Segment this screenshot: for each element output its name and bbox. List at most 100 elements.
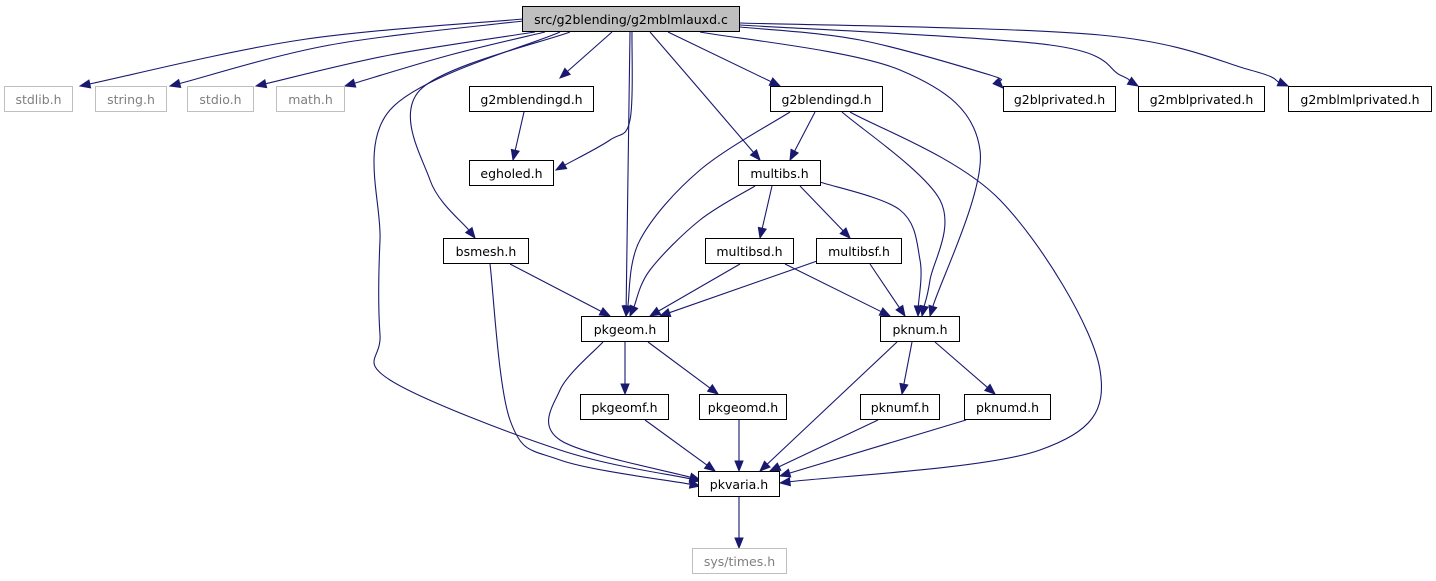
edge-multibsf-to-pkgeom — [669, 259, 821, 314]
arrowhead-pkvaria — [734, 460, 744, 473]
arrowhead-g2mblmlprivated — [1276, 77, 1290, 87]
arrowhead-pkgeomf — [620, 383, 630, 396]
arrowhead-multibsd — [757, 226, 767, 240]
edge-multibs-to-multibsf — [799, 185, 844, 232]
edge-pkgeom-to-pkgeomd — [647, 341, 711, 389]
edge-root-to-multibs — [649, 31, 754, 153]
arrowhead-stdio — [254, 79, 268, 89]
edge-multibs-to-pknum — [819, 181, 922, 307]
node-multibsd-h[interactable]: multibsd.h — [705, 238, 794, 264]
edge-root-to-pkvaria — [373, 31, 691, 480]
edge-multibs-to-multibsd — [761, 185, 773, 229]
node-pkgeomd-h[interactable]: pkgeomd.h — [699, 394, 787, 420]
arrowhead-pkvaria — [688, 479, 702, 489]
arrowhead-g2mblendingd — [558, 67, 572, 79]
node-math-h: math.h — [276, 86, 345, 112]
arrowhead-g2blendingd — [768, 77, 782, 87]
edge-g2blendingd-to-multibs — [794, 111, 816, 152]
edge-bsmesh-to-pkvaria — [489, 263, 691, 485]
edge-multibsd-to-pkgeom — [658, 263, 741, 312]
edge-pkgeom-to-pkvaria — [548, 341, 691, 478]
edge-pknum-to-pkvaria — [766, 341, 898, 465]
node-stdlib-h: stdlib.h — [4, 86, 73, 112]
node-pknumf-h[interactable]: pknumf.h — [860, 394, 940, 420]
edge-root-to-egholed — [564, 31, 633, 166]
edge-pknumf-to-pkvaria — [778, 419, 879, 468]
arrowhead-bsmesh — [464, 226, 476, 240]
arrowhead-egholed — [554, 160, 568, 171]
edge-pkgeomf-to-pkvaria — [644, 419, 708, 466]
node-pkvaria-h[interactable]: pkvaria.h — [698, 471, 780, 497]
arrowhead-pknum — [928, 304, 938, 318]
node-pknumd-h[interactable]: pknumd.h — [964, 394, 1051, 420]
node-bsmesh-h[interactable]: bsmesh.h — [443, 238, 529, 264]
arrowhead-pkgeom — [629, 304, 639, 318]
edge-root-to-bsmesh — [409, 31, 571, 231]
arrowhead-pkvaria — [688, 472, 702, 482]
arrowhead-pknum — [878, 307, 892, 317]
node-root-g2mblmlauxd-c[interactable]: src/g2blending/g2mblmlauxd.c — [522, 6, 740, 32]
edge-root-to-g2blendingd — [667, 31, 772, 83]
edge-g2mblendingd-to-egholed — [514, 111, 525, 151]
edge-root-to-stdio — [265, 31, 536, 85]
arrowhead-pkvaria — [768, 462, 782, 472]
edge-pknum-to-pknumf — [903, 341, 913, 385]
edge-g2blendingd-to-pkvaria — [789, 111, 1103, 483]
node-pkgeomf-h[interactable]: pkgeomf.h — [580, 394, 669, 420]
node-multibs-h[interactable]: multibs.h — [738, 160, 821, 186]
edge-multibs-to-pkgeom — [633, 185, 756, 308]
arrowhead-multibs — [749, 148, 761, 162]
edge-root-to-stdlib — [89, 18, 524, 85]
edge-root-to-g2mblendingd — [567, 31, 613, 72]
edge-multibsf-to-pknum — [869, 263, 900, 309]
arrowhead-g2mblprivated — [1126, 76, 1140, 87]
arrowhead-pknumd — [983, 383, 997, 395]
edge-root-to-pknum — [699, 31, 981, 307]
arrowhead-pknum — [919, 304, 929, 318]
arrowhead-pkgeom — [648, 306, 662, 317]
edge-root-to-g2blprivated — [739, 26, 1003, 82]
arrowhead-pknumf — [899, 382, 909, 396]
node-pknum-h[interactable]: pknum.h — [880, 316, 960, 342]
arrowhead-multibs — [789, 148, 800, 162]
node-string-h: string.h — [95, 86, 167, 112]
node-stdio-h: stdio.h — [187, 86, 254, 112]
arrowhead-g2blprivated — [992, 77, 1004, 89]
edge-multibsd-to-pknum — [784, 263, 882, 313]
arrowhead-pkvaria — [778, 468, 792, 478]
arrowhead-pkgeomd — [706, 383, 720, 395]
arrowhead-multibsf — [839, 227, 851, 239]
arrowhead-pknum — [895, 304, 906, 318]
edge-root-to-string — [179, 20, 524, 85]
arrowhead-math — [343, 78, 357, 88]
node-sys-times-h: sys/times.h — [692, 548, 787, 574]
arrowhead-egholed — [510, 148, 520, 162]
node-egholed-h[interactable]: egholed.h — [469, 160, 554, 186]
arrowhead-string — [168, 78, 182, 88]
edge-root-to-math — [354, 31, 546, 84]
edge-g2blendingd-to-pkgeom — [627, 111, 791, 307]
node-g2mblmlprivated-h[interactable]: g2mblmlprivated.h — [1288, 86, 1432, 112]
node-multibsf-h[interactable]: multibsf.h — [816, 238, 902, 264]
arrowhead-pkvaria — [759, 460, 771, 472]
edge-root-to-pkgeom — [625, 31, 631, 307]
arrowhead-stdlib — [78, 79, 92, 89]
edge-bsmesh-to-pkgeom — [509, 263, 602, 312]
edge-pknum-to-pknumd — [934, 341, 988, 388]
edge-root-to-g2mblprivated — [739, 24, 1130, 82]
node-g2blprivated-h[interactable]: g2blprivated.h — [1003, 86, 1116, 112]
edge-g2blendingd-to-pknum — [841, 111, 946, 307]
node-g2mblendingd-h[interactable]: g2mblendingd.h — [469, 86, 594, 112]
edge-pknumd-to-pkvaria — [789, 419, 967, 474]
arrowhead-pknum — [913, 305, 924, 318]
arrowhead-pkvaria — [703, 460, 717, 472]
node-pkgeom-h[interactable]: pkgeom.h — [581, 316, 669, 342]
arrowhead-systimes — [734, 537, 744, 550]
edge-root-to-g2mblmlprivated — [739, 22, 1280, 83]
node-g2mblprivated-h[interactable]: g2mblprivated.h — [1138, 86, 1265, 112]
arrowhead-pkvaria — [778, 476, 792, 487]
node-g2blendingd-h[interactable]: g2blendingd.h — [770, 86, 883, 112]
arrowhead-pkgeom — [598, 306, 612, 317]
